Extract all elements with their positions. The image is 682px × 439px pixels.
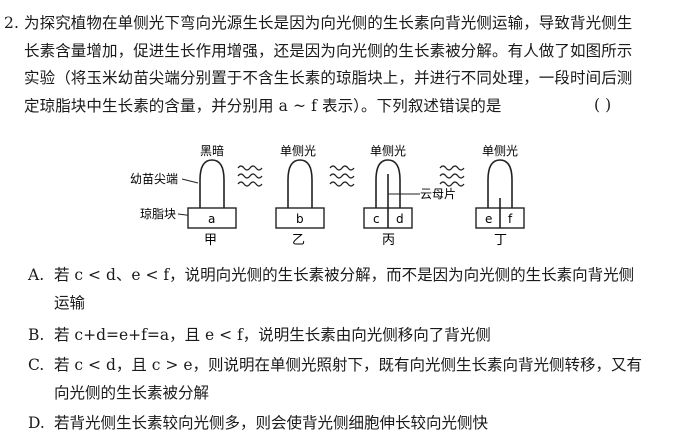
option-b-label: B.: [28, 326, 45, 344]
top-label-light-yi: 单侧光: [280, 144, 316, 158]
block-label-a: a: [208, 212, 215, 226]
option-a-text-1: 若 c < d、e < f，说明向光侧的生长素被分解，而不是因为向光侧的生长素向…: [54, 266, 635, 284]
setup-label-jia: 甲: [204, 233, 217, 248]
top-label-dark: 黑暗: [200, 143, 224, 158]
setup-ding: 单侧光 e f 丁: [439, 144, 525, 248]
option-d-label: D.: [28, 414, 45, 432]
block-label-c: c: [373, 212, 380, 226]
option-a-label: A.: [28, 266, 45, 284]
option-c-continuation: 向光侧的生长素被分解: [54, 384, 210, 402]
option-c-label: C.: [28, 356, 45, 374]
stem-line-1: 为探究植物在单侧光下弯向光源生长是因为向光侧的生长素向背光侧运输，导致背光侧生: [24, 14, 633, 32]
option-d-text-1: 若背光侧生长素较向光侧多，则会使背光侧细胞伸长较向光侧快: [54, 414, 489, 432]
agar-block-b: [275, 207, 325, 229]
label-seedling-tip: 幼苗尖端: [130, 172, 178, 186]
setup-yi: 单侧光 b 乙: [237, 144, 325, 248]
block-label-b: b: [296, 212, 304, 226]
option-a[interactable]: A. 若 c < d、e < f，说明向光侧的生长素被分解，而不是因为向光侧的生长…: [28, 262, 634, 288]
top-label-light-bing: 单侧光: [370, 144, 406, 158]
block-label-d: d: [396, 212, 404, 226]
option-b[interactable]: B. 若 c+d=e+f=a，且 e < f，说明生长素由向光侧移向了背光侧: [28, 322, 491, 348]
setup-label-yi: 乙: [292, 233, 305, 248]
setup-bing: 单侧光 c d 丙 云母片: [329, 144, 456, 248]
label-agar-block: 琼脂块: [140, 206, 176, 221]
setup-jia: 黑暗 a 甲: [187, 143, 237, 248]
label-mica: 云母片: [420, 187, 456, 201]
setup-label-ding: 丁: [494, 233, 507, 248]
agar-block-a: [187, 207, 237, 229]
question-number: 2.: [4, 14, 19, 32]
stem-line-3: 实验（将玉米幼苗尖端分别置于不含生长素的琼脂块上，并进行不同处理，一段时间后测: [24, 69, 633, 87]
answer-bracket: ( ): [594, 96, 612, 114]
option-d[interactable]: D. 若背光侧生长素较向光侧多，则会使背光侧细胞伸长较向光侧快: [28, 410, 488, 436]
experiment-figure: 幼苗尖端 琼脂块 黑暗 a 甲 单侧光 b 乙 单侧光 c d 丙 云母片: [130, 143, 525, 248]
option-c[interactable]: C. 若 c < d，且 c > e，则说明在单侧光照射下，既有向光侧生长素向背光…: [28, 352, 642, 378]
block-label-e: e: [485, 212, 492, 226]
top-label-light-ding: 单侧光: [482, 144, 518, 158]
stem-line-2: 长素含量增加，促进生长作用增强，还是因为向光侧的生长素被分解。有人做了如图所示: [24, 41, 633, 60]
setup-label-bing: 丙: [382, 233, 395, 248]
option-b-text-1: 若 c+d=e+f=a，且 e < f，说明生长素由向光侧移向了背光侧: [54, 326, 491, 344]
option-a-continuation: 运输: [54, 294, 86, 312]
option-c-text-1: 若 c < d，且 c > e，则说明在单侧光照射下，既有向光侧生长素向背光侧转…: [54, 356, 642, 374]
block-label-f: f: [508, 212, 513, 226]
stem-line-4: 定琼脂块中生长素的含量，并分别用 a ~ f 表示）。下列叙述错误的是: [24, 96, 502, 115]
